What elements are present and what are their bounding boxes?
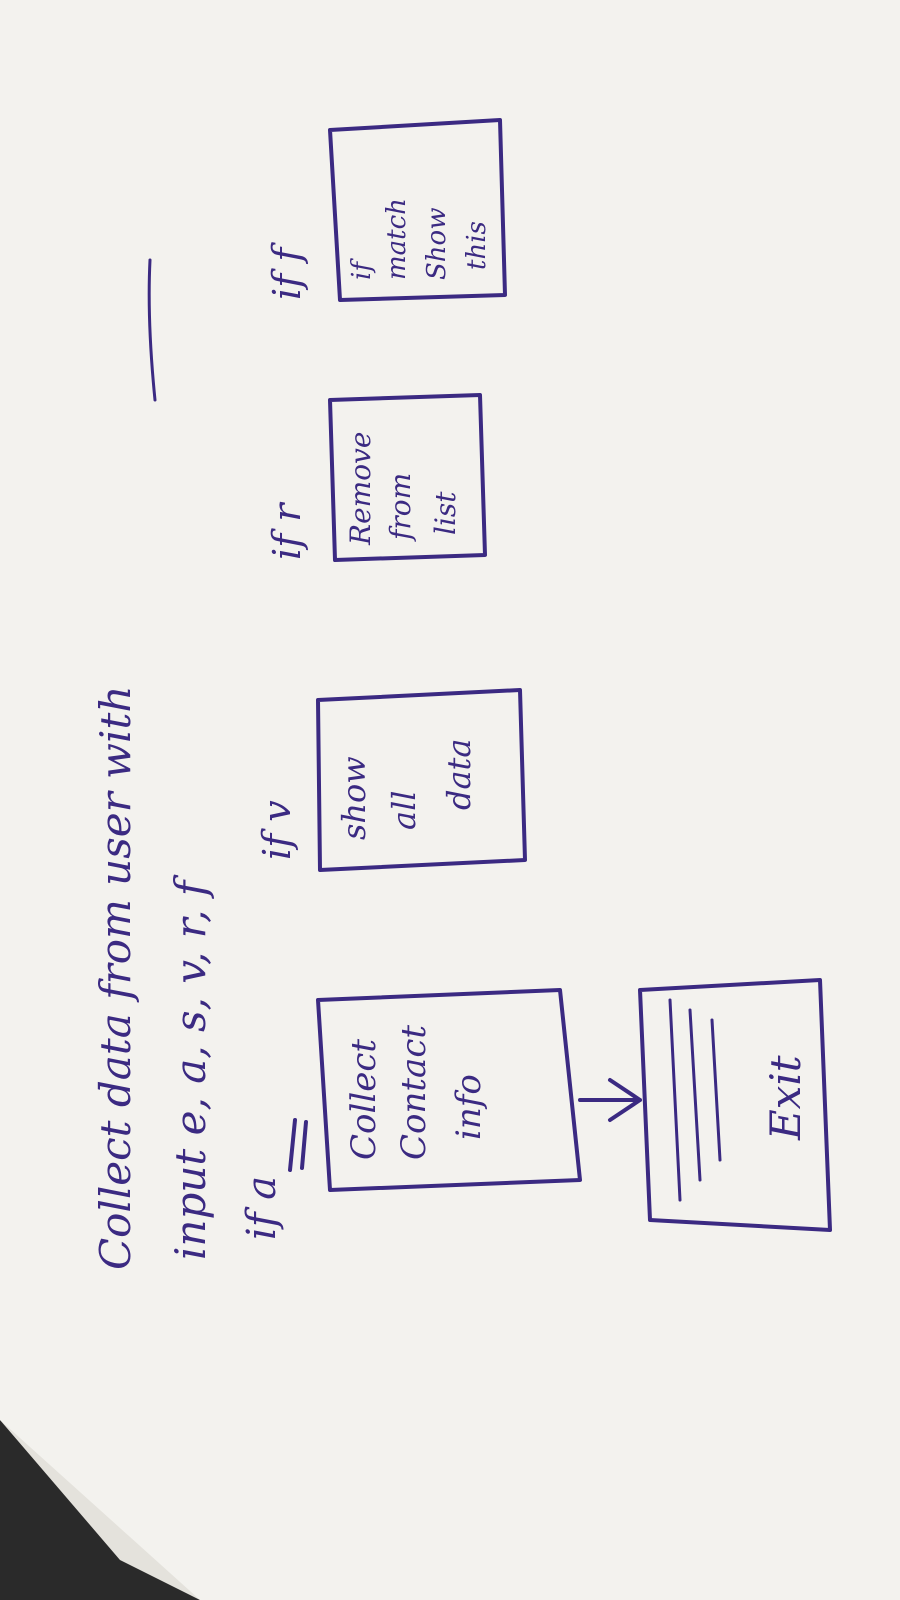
box-r-line3: list	[429, 491, 462, 535]
exit-label: Exit	[761, 1055, 810, 1141]
condition-v-label: if v	[255, 800, 299, 860]
box-a-line3: info	[449, 1074, 489, 1140]
exit-scribble-lines	[668, 998, 722, 1202]
box-show-all-data	[316, 688, 527, 872]
arrow-down-icon	[578, 1078, 642, 1122]
box-if-match-show-this	[328, 118, 507, 302]
header-line2: input e, a, s, v, r, f	[166, 874, 215, 1260]
header-line1: Collect data from user with	[91, 686, 140, 1270]
box-r-line1: Remove	[344, 432, 377, 546]
condition-a-underline	[288, 1118, 308, 1172]
box-r-line2: from	[384, 473, 417, 542]
box-collect-contact-info	[316, 988, 582, 1192]
condition-f-label: if f	[265, 242, 309, 300]
table-surface	[0, 1420, 200, 1600]
condition-a-label: if a	[239, 1176, 285, 1240]
box-a-line1: Collect	[344, 1039, 384, 1160]
box-v-line3: data	[440, 739, 478, 811]
condition-r-label: if r	[265, 501, 309, 560]
underline-stroke	[147, 258, 157, 402]
box-f-line4: this	[462, 221, 492, 270]
box-f-line1: if	[347, 258, 377, 280]
box-exit	[638, 978, 832, 1232]
box-a-line2: Contact	[394, 1025, 434, 1160]
box-f-line2: match	[382, 198, 412, 280]
box-v-line1: show	[335, 756, 373, 840]
box-v-line2: all	[385, 790, 423, 830]
box-f-line3: Show	[422, 208, 452, 280]
box-remove-from-list	[328, 393, 487, 562]
rotated-note: Collect data from user with input e, a, …	[91, 118, 832, 1270]
